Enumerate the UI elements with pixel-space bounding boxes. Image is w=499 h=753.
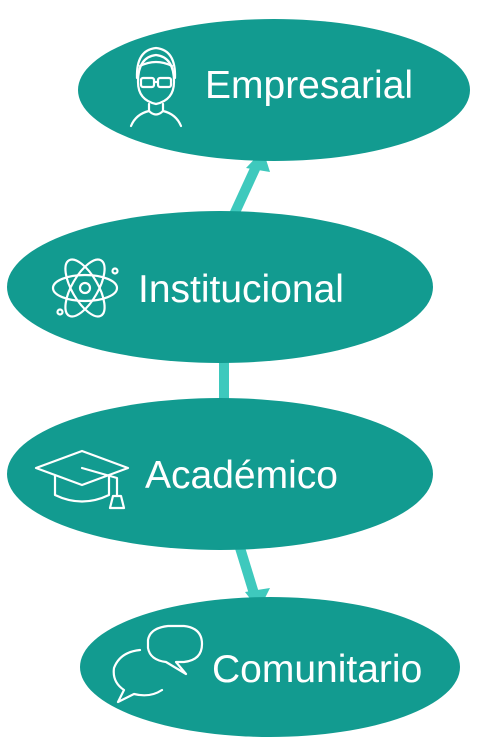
- node-comunitario-label: Comunitario: [212, 648, 422, 691]
- node-empresarial-label: Empresarial: [205, 64, 413, 107]
- node-institucional-shape: [7, 211, 433, 363]
- atom-icon: [51, 258, 119, 318]
- node-comunitario-shape: [80, 597, 460, 737]
- node-academico-shape: [7, 398, 433, 550]
- node-empresarial[interactable]: Empresarial: [78, 19, 470, 161]
- node-institucional[interactable]: Institucional: [7, 211, 433, 363]
- person-with-glasses-icon: [129, 46, 183, 128]
- node-institucional-label: Institucional: [138, 268, 344, 311]
- node-academico-label: Académico: [145, 454, 338, 497]
- node-empresarial-shape: [78, 19, 470, 161]
- node-comunitario[interactable]: Comunitario: [80, 597, 460, 737]
- graduation-cap-icon: [34, 449, 130, 510]
- chat-bubbles-icon: [112, 624, 204, 704]
- node-academico[interactable]: Académico: [7, 398, 433, 550]
